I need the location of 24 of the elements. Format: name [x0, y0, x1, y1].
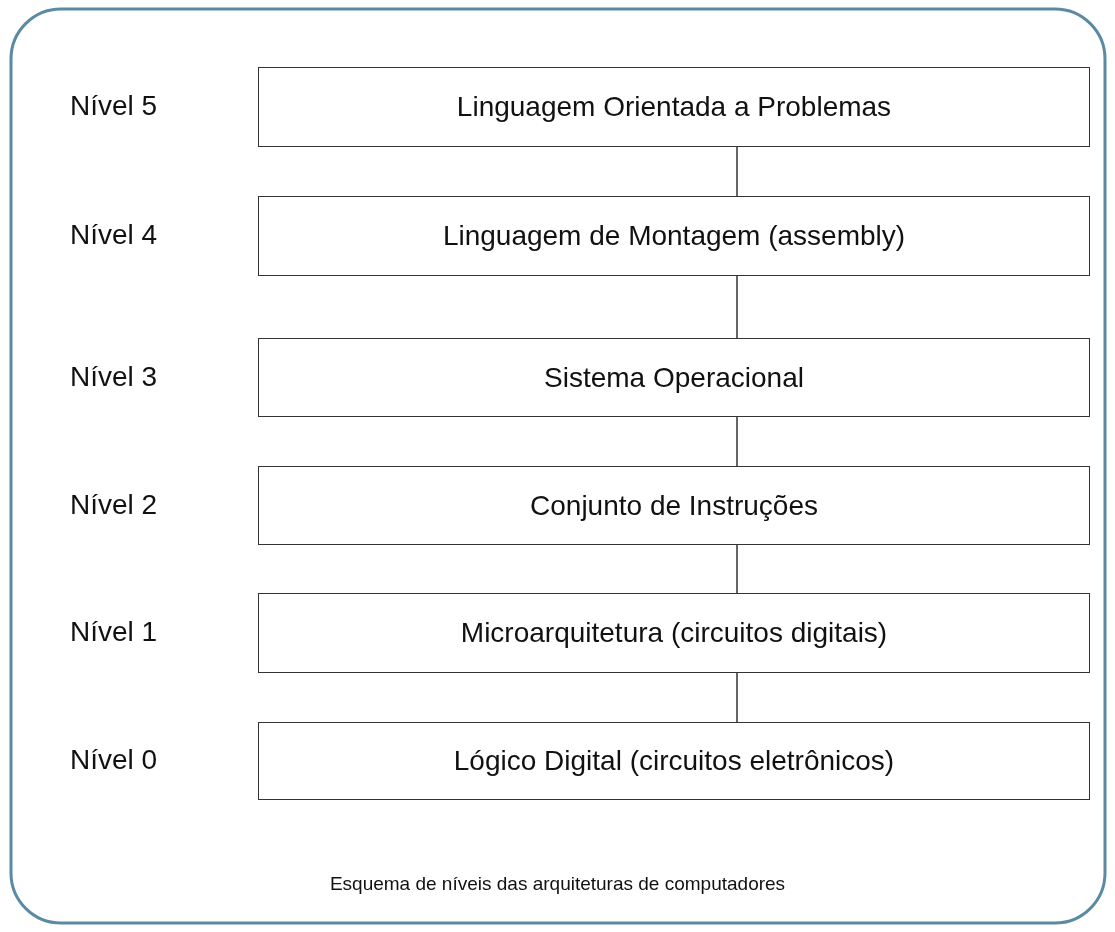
level-box	[258, 722, 1090, 800]
level-name: Linguagem de Montagem (assembly)	[442, 220, 906, 252]
level-number: Nível 2	[70, 488, 158, 521]
caption: Esquema de níveis das arquiteturas de computadores	[328, 873, 787, 895]
level-number: Nível 5	[70, 90, 158, 122]
level-number: Nível 4	[70, 219, 158, 251]
level-name: Microarquitetura (circuitos digitais)	[460, 617, 888, 649]
level-box	[258, 196, 1090, 276]
level-box	[258, 466, 1090, 545]
level-number: Nível 3	[70, 360, 158, 393]
level-box	[258, 593, 1090, 673]
level-name: Sistema Operacional	[544, 361, 804, 394]
level-name: Lógico Digital (circuitos eletrônicos)	[453, 745, 895, 777]
level-box	[258, 338, 1090, 417]
connector-line	[736, 672, 738, 723]
level-box	[258, 67, 1090, 147]
connector-line	[736, 275, 738, 339]
connector-line	[736, 544, 738, 594]
connector-line	[736, 416, 738, 467]
level-number: Nível 1	[70, 616, 158, 648]
level-name: Conjunto de Instruções	[530, 489, 818, 522]
connector-line	[736, 146, 738, 197]
level-name: Linguagem Orientada a Problemas	[456, 91, 892, 123]
level-number: Nível 0	[70, 744, 158, 776]
